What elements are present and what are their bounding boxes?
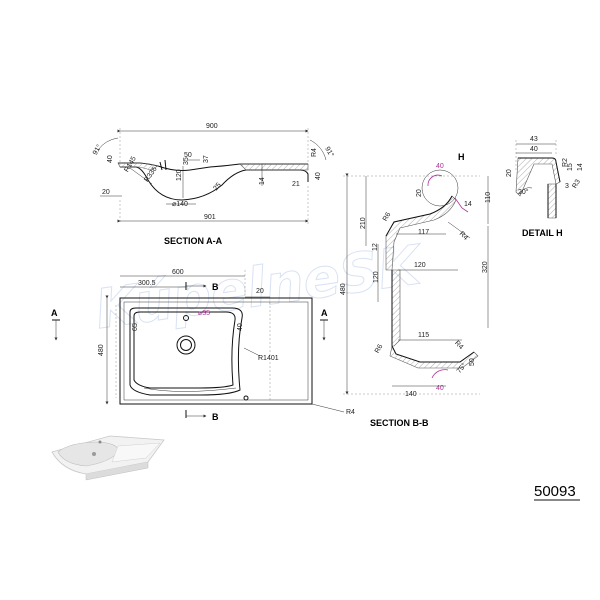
aa-14: 14	[259, 177, 266, 185]
h-r3: R3	[571, 178, 582, 189]
plan-r1401: R1401	[258, 355, 279, 362]
bb-40-top: 40	[436, 163, 444, 170]
bb-320: 320	[482, 261, 489, 273]
bb-117: 117	[418, 229, 429, 236]
plan-dia35: ⌀35	[198, 310, 210, 317]
h-43: 43	[530, 136, 538, 143]
h-14: 14	[577, 163, 584, 171]
bb-120-h: 120	[414, 262, 426, 269]
section-aa-title: SECTION A-A	[164, 236, 223, 246]
product-photo	[51, 435, 165, 481]
plan-a-right: A	[321, 308, 328, 318]
aa-width-top: 900	[206, 123, 218, 130]
detail-h-view: 43 40 20 R2 15 14 3 R3 20° DETAIL H	[506, 136, 584, 238]
plan-480: 480	[98, 344, 105, 356]
plan-a-left: A	[51, 308, 58, 318]
plan-40: 40	[237, 323, 244, 331]
bb-115: 115	[418, 332, 429, 339]
bb-50: 50	[469, 358, 476, 366]
aa-20-left: 20	[102, 189, 110, 196]
bb-14: 14	[464, 201, 472, 208]
bb-r4-bottom: R4	[453, 340, 464, 351]
aa-21: 21	[292, 181, 300, 188]
bb-480: 480	[340, 283, 347, 295]
aa-35: 35	[183, 157, 190, 165]
section-bb-title: SECTION B-B	[370, 418, 429, 428]
aa-25: 25	[212, 182, 222, 193]
section-bb-view: 480 210 R6 117 14 R4 110 H 40 20 120 120…	[340, 152, 492, 428]
h-3: 3	[565, 183, 569, 190]
aa-angle-left: 91°	[91, 143, 103, 156]
h-15: 15	[567, 163, 574, 171]
plan-b-bottom: B	[212, 412, 219, 422]
aa-37: 37	[203, 155, 210, 163]
drawing-number: 50093	[534, 483, 576, 500]
bb-detail-marker: H	[458, 152, 465, 162]
bb-40-bottom: 40	[436, 385, 444, 392]
plan-20: 20	[256, 288, 264, 295]
bb-20: 20	[416, 189, 423, 197]
plan-r4: R4	[346, 409, 355, 416]
plan-b-top: B	[212, 282, 219, 292]
aa-r4: R4	[311, 148, 318, 157]
bb-r4-top: R4	[458, 230, 469, 241]
bb-140: 140	[405, 391, 417, 398]
bb-r6-bottom: R6	[374, 343, 385, 354]
aa-40-right: 40	[315, 172, 322, 180]
aa-dia140: ⌀140	[172, 201, 188, 208]
plan-3005: 300.5	[138, 280, 156, 287]
aa-40-left: 40	[107, 155, 114, 163]
bb-r6-top: R6	[382, 211, 393, 222]
section-aa-view: 900 91° 40 20 R145 R336 50 35 37 120 25 …	[91, 123, 336, 246]
plan-600: 600	[172, 269, 184, 276]
aa-50: 50	[184, 152, 192, 159]
plan-view: 600 300.5 20 B 65 ⌀35 40 R1401 480	[51, 269, 355, 422]
bb-120-v: 120	[373, 271, 380, 283]
h-20: 20	[506, 169, 513, 177]
h-angle: 20°	[518, 188, 529, 196]
aa-120: 120	[176, 169, 183, 181]
plan-65: 65	[132, 323, 139, 331]
bb-110: 110	[485, 192, 492, 203]
bb-12: 12	[372, 243, 379, 251]
bb-210: 210	[360, 217, 367, 229]
detail-h-title: DETAIL H	[522, 228, 563, 238]
h-r2: R2	[562, 158, 569, 167]
h-40: 40	[530, 146, 538, 153]
aa-width-bottom: 901	[204, 214, 216, 221]
